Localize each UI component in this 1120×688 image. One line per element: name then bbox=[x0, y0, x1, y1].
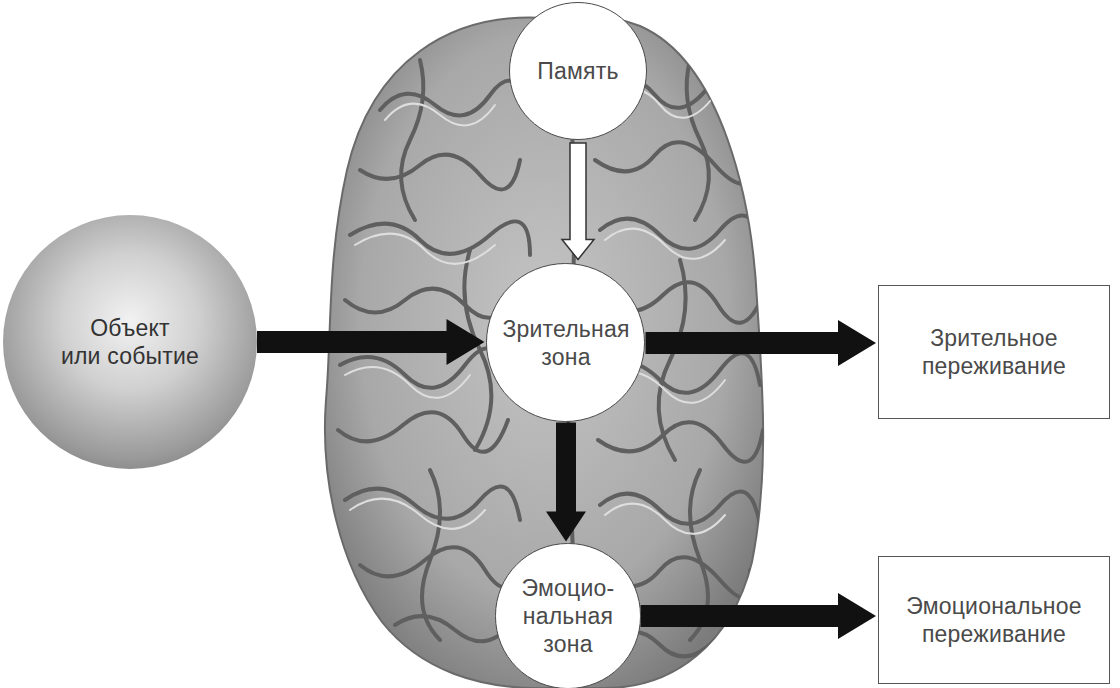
object-sphere: Объект или событие bbox=[3, 215, 257, 469]
text-line: зона bbox=[522, 630, 615, 658]
flow-arrow bbox=[257, 319, 485, 365]
node-label: Зрительная зона bbox=[502, 315, 629, 371]
node-label: Эмоциональное переживание bbox=[906, 592, 1081, 648]
zone-circle: Эмоцио- нальная зона bbox=[495, 543, 640, 688]
node-label: Зрительное переживание bbox=[922, 324, 1066, 380]
memory-circle: Память bbox=[509, 2, 647, 140]
text-line: Память bbox=[537, 57, 618, 85]
experience-box: Эмоциональное переживание bbox=[878, 556, 1110, 684]
text-line: Эмоциональное bbox=[906, 592, 1081, 620]
flow-arrow bbox=[546, 423, 586, 542]
node-label: Объект или событие bbox=[61, 314, 199, 370]
experience-box: Зрительное переживание bbox=[878, 285, 1110, 419]
flow-arrow bbox=[641, 593, 876, 639]
text-line: Зрительная bbox=[502, 315, 629, 343]
flow-arrow bbox=[646, 320, 877, 366]
node-label: Память bbox=[537, 57, 618, 85]
node-label: Эмоцио- нальная зона bbox=[522, 574, 615, 658]
text-line: или событие bbox=[61, 342, 199, 370]
text-line: зона bbox=[502, 343, 629, 371]
flow-arrow bbox=[562, 143, 594, 260]
text-line: Объект bbox=[61, 314, 199, 342]
text-line: Зрительное bbox=[922, 324, 1066, 352]
zone-circle: Зрительная зона bbox=[486, 263, 645, 422]
text-line: переживание bbox=[906, 620, 1081, 648]
text-line: нальная bbox=[522, 602, 615, 630]
text-line: Эмоцио- bbox=[522, 574, 615, 602]
text-line: переживание bbox=[922, 352, 1066, 380]
